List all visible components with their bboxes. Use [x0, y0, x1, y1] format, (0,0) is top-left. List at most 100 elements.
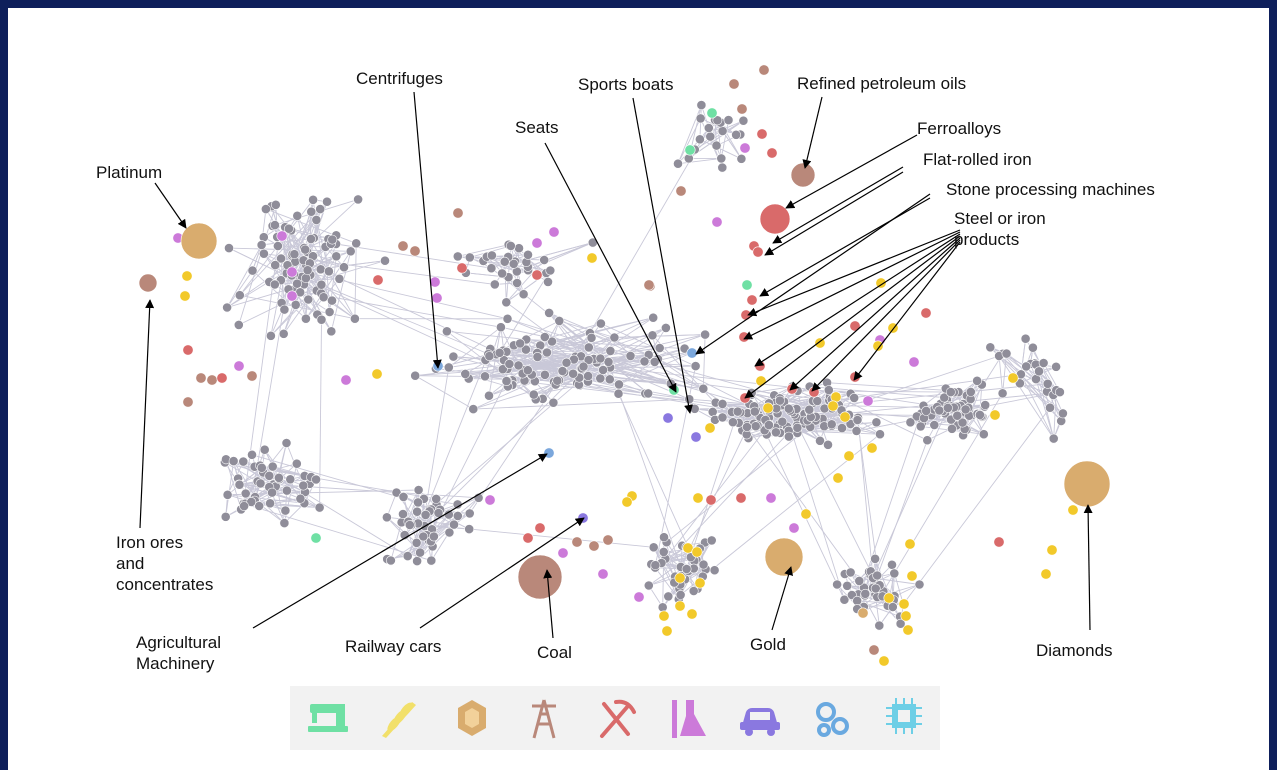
- network-node: [228, 456, 239, 466]
- network-node: [292, 278, 302, 289]
- network-node: [308, 194, 318, 205]
- label-ferroalloys: Ferroalloys: [917, 119, 1002, 138]
- network-edge: [448, 326, 502, 368]
- network-node: [921, 405, 932, 416]
- gem-icon: [458, 700, 486, 736]
- network-node-agriculture: [686, 608, 698, 620]
- network-edge: [609, 367, 682, 568]
- network-edge: [527, 242, 593, 268]
- network-node: [732, 406, 743, 417]
- network-node: [625, 350, 636, 361]
- network-node-chemicals: [484, 494, 496, 506]
- network-node-chemicals: [765, 492, 777, 504]
- network-edge: [448, 352, 548, 368]
- network-node-metals: [746, 294, 758, 306]
- network-node-chemicals: [908, 356, 920, 368]
- network-node-chemicals: [431, 292, 443, 304]
- network-node: [929, 420, 940, 430]
- network-node-mining: [736, 103, 748, 115]
- network-node-agriculture: [875, 277, 887, 289]
- network-node: [583, 355, 594, 365]
- network-node: [698, 383, 709, 394]
- network-edge: [544, 336, 560, 381]
- network-node: [605, 345, 616, 356]
- network-edge: [902, 407, 1051, 605]
- network-node: [700, 329, 710, 340]
- network-edge: [485, 359, 567, 364]
- network-node: [698, 559, 709, 570]
- gears-icon: [816, 702, 849, 737]
- network-node: [428, 531, 439, 542]
- network-node: [464, 508, 475, 519]
- network-node: [596, 318, 606, 329]
- network-edge: [354, 243, 357, 319]
- network-node: [771, 427, 781, 438]
- annotation-arrow: [632, 97, 693, 414]
- network-node: [960, 404, 971, 415]
- network-node: [604, 374, 615, 385]
- network-edge: [618, 393, 695, 562]
- network-edge: [836, 395, 928, 441]
- network-node: [978, 429, 989, 440]
- network-node: [854, 576, 865, 586]
- network-node: [464, 252, 475, 263]
- network-node-agriculture: [878, 655, 890, 667]
- network-edge: [1020, 374, 1055, 439]
- network-node-agriculture: [827, 400, 839, 412]
- network-node-agriculture: [179, 290, 191, 302]
- network-node: [345, 246, 356, 257]
- network-node-agriculture: [762, 402, 774, 414]
- network-node: [738, 115, 749, 126]
- network-node: [598, 365, 608, 375]
- network-node-chemicals: [286, 266, 298, 278]
- network-node: [874, 620, 885, 631]
- network-node: [311, 474, 321, 485]
- network-node: [705, 131, 716, 142]
- network-node: [314, 502, 325, 513]
- network-node: [823, 439, 833, 450]
- network-node-large-mining: [790, 162, 816, 188]
- network-node-mining: [728, 78, 740, 90]
- network-node: [258, 248, 269, 259]
- network-node: [464, 524, 475, 534]
- network-node: [410, 370, 421, 381]
- network-node: [826, 419, 837, 430]
- network-node-mining: [758, 64, 770, 76]
- network-node: [270, 260, 281, 270]
- network-node: [484, 390, 494, 401]
- network-edge: [506, 301, 611, 380]
- network-edge: [491, 267, 649, 394]
- network-node: [548, 397, 559, 408]
- network-node-chemicals: [531, 237, 543, 249]
- network-node-chemicals: [862, 395, 874, 407]
- label-stone-processing-machines: Stone processing machines: [946, 180, 1155, 199]
- network-edge: [998, 355, 1004, 394]
- annotation-arrow: [419, 517, 585, 629]
- network-node: [1048, 433, 1059, 444]
- network-node: [975, 409, 985, 420]
- network-node: [339, 262, 349, 273]
- network-node: [1021, 361, 1032, 372]
- network-node-agriculture: [674, 600, 686, 612]
- network-node: [452, 511, 463, 521]
- network-node: [643, 580, 654, 591]
- network-node: [426, 555, 437, 566]
- network-node: [222, 489, 233, 500]
- network-node-agriculture: [989, 409, 1001, 421]
- network-node: [972, 375, 982, 386]
- network-node: [871, 417, 882, 428]
- network-node-metals: [534, 522, 546, 534]
- network-node-agriculture: [691, 546, 703, 558]
- network-node: [595, 373, 606, 384]
- network-node: [501, 297, 512, 308]
- network-node: [324, 307, 335, 317]
- network-edge: [677, 157, 722, 165]
- network-node: [322, 196, 332, 207]
- network-node: [239, 501, 249, 511]
- label-flat-rolled-iron: Flat-rolled iron: [923, 150, 1032, 169]
- network-edge: [227, 489, 419, 496]
- network-node: [279, 518, 290, 528]
- network-node: [233, 319, 244, 330]
- network-node: [717, 398, 728, 409]
- network-node: [404, 520, 415, 530]
